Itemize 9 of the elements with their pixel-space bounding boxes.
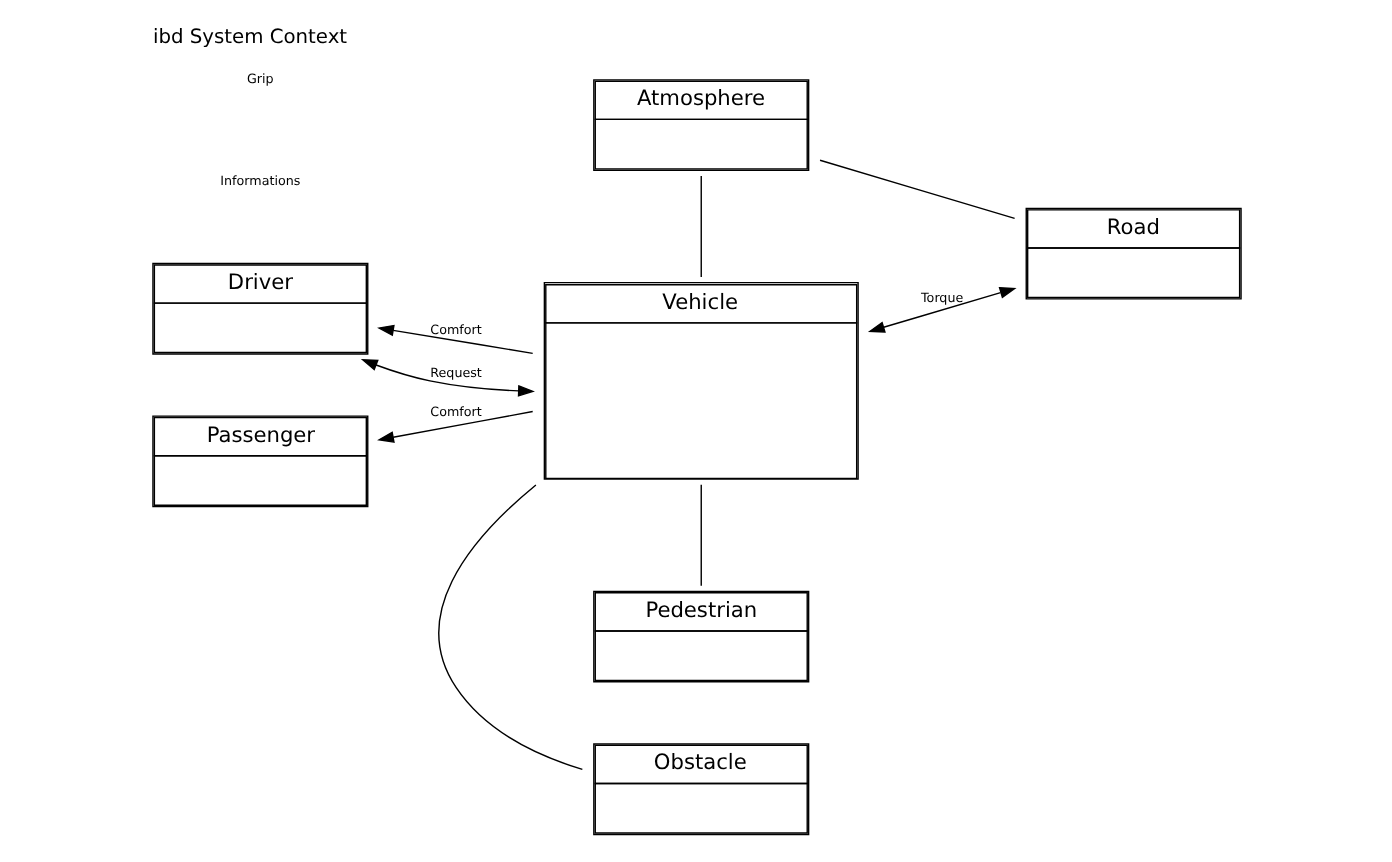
connector: [818, 159, 1015, 220]
diagram-title: ibd System Context: [151, 27, 347, 50]
arrow: [376, 410, 533, 443]
connector: [699, 484, 701, 587]
arrow: [866, 287, 1016, 333]
arrow: [376, 324, 533, 355]
arrow: [359, 359, 534, 397]
connector: [699, 175, 701, 278]
connector: [437, 484, 583, 771]
